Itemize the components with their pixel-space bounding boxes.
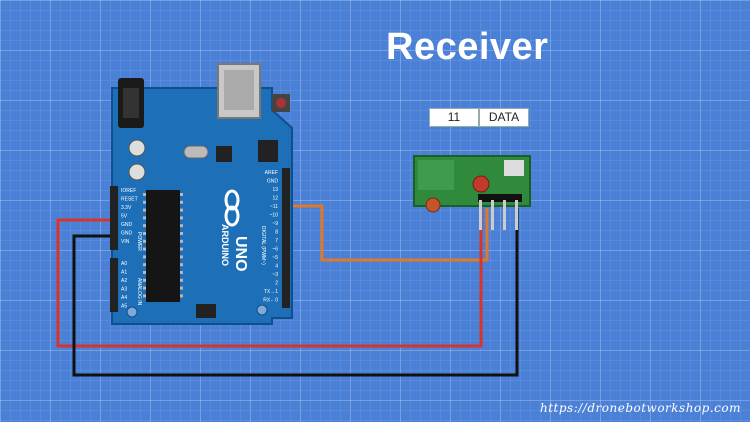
- chip-pin: [180, 232, 183, 235]
- digital-pin-label: GND: [267, 179, 279, 185]
- digital-pin-label: 7: [275, 238, 278, 244]
- left-pin-labels: IOREF RESET 3.3V 5V GND GND VIN: [121, 188, 138, 245]
- chip-pin: [180, 263, 183, 267]
- digital-pin-label: ~3: [272, 272, 278, 278]
- arduino-brand: ARDUINO: [220, 224, 230, 266]
- chip-pin: [143, 200, 146, 204]
- digital-pin-label: RX←0: [263, 298, 278, 304]
- chip-pin: [143, 286, 146, 290]
- gnd-wire: [72, 208, 519, 377]
- power-header: [110, 186, 118, 250]
- chip-pin: [143, 263, 146, 267]
- digital-pin-label: 12: [272, 196, 278, 202]
- vcc-wire: [56, 208, 483, 348]
- digital-pin-label: ~9: [272, 221, 278, 227]
- digital-pin-labels: AREF GND 13 12 ~11 ~10 ~9 8 7 ~6 ~5 4 ~3 2TX→1RX←0: [263, 170, 278, 304]
- chip-pin: [180, 193, 183, 196]
- digital-pin-label: 13: [272, 187, 278, 193]
- chip-pin: [143, 271, 146, 274]
- chip-pin: [143, 232, 146, 235]
- digital-pin-label: ~5: [272, 255, 278, 261]
- digital-pin-label: ~11: [270, 204, 278, 210]
- page-title: Receiver: [386, 26, 549, 68]
- data-wire: [288, 204, 489, 262]
- analog-pin-label: A1: [121, 270, 127, 276]
- analog-pin-label: A4: [121, 295, 127, 301]
- chip-pin: [143, 278, 146, 282]
- chip-pin: [180, 208, 183, 212]
- chip-pin: [180, 278, 183, 282]
- inductor-coil: [425, 197, 441, 213]
- rf-receiver-module: [413, 155, 531, 230]
- power-label: POWER: [136, 232, 142, 251]
- analog-pin-label: A3: [121, 287, 127, 293]
- analog-label: ANALOG IN: [136, 278, 142, 306]
- chip-pin: [180, 200, 183, 204]
- tuning-pot: [472, 175, 490, 193]
- power-pin-label: RESET: [121, 197, 138, 203]
- chip-pin: [180, 271, 183, 274]
- footer-url[interactable]: https://dronebotworkshop.com: [540, 401, 741, 415]
- digital-pin-label: AREF: [265, 170, 278, 176]
- arduino-model: UNO: [232, 236, 249, 272]
- chip-pin: [180, 294, 183, 298]
- digital-pin-label: ~6: [272, 247, 278, 253]
- pin-number-label: 11: [429, 108, 479, 127]
- chip-pin: [143, 294, 146, 298]
- analog-header: [110, 258, 118, 312]
- wires: [56, 204, 519, 377]
- power-pin-label: IOREF: [121, 188, 136, 194]
- chip-pin: [143, 216, 146, 220]
- atmega-chip: [146, 190, 180, 302]
- digital-pin-label: 4: [275, 264, 278, 270]
- digital-label: DIGITAL (PWM~): [260, 226, 266, 265]
- power-pin-label: 3.3V: [121, 205, 132, 211]
- chip-pin: [143, 224, 146, 228]
- analog-pin-label: A2: [121, 278, 127, 284]
- digital-header: [282, 168, 290, 308]
- chip-pin: [143, 247, 146, 251]
- analog-pin-label: A5: [121, 304, 127, 310]
- chip-pin: [143, 239, 146, 243]
- power-pin-label: GND: [121, 222, 133, 228]
- chip-pin: [143, 193, 146, 196]
- digital-pin-label: 2: [275, 281, 278, 287]
- chip-pin: [180, 224, 183, 228]
- chip-pin: [143, 255, 146, 259]
- analog-pin-label: A0: [121, 261, 127, 267]
- power-pin-label: 5V: [121, 214, 128, 220]
- arduino-logo: [224, 189, 240, 227]
- digital-pin-label: 8: [275, 230, 278, 236]
- digital-pin-label: ~10: [270, 213, 279, 219]
- chip-pin: [180, 216, 183, 220]
- arduino-uno-board: ARDUINO UNO POWER ANALOG IN DIGITAL (PWM…: [110, 63, 293, 325]
- digital-pin-label: TX→1: [264, 289, 278, 295]
- chip-pin: [180, 255, 183, 259]
- power-pin-label: GND: [121, 231, 133, 237]
- chip-pin: [180, 239, 183, 243]
- chip-pin: [143, 208, 146, 212]
- pin-signal-label: DATA: [479, 108, 529, 127]
- power-pin-label: VIN: [121, 239, 130, 245]
- chip-pin: [180, 286, 183, 290]
- chip-pin: [180, 247, 183, 251]
